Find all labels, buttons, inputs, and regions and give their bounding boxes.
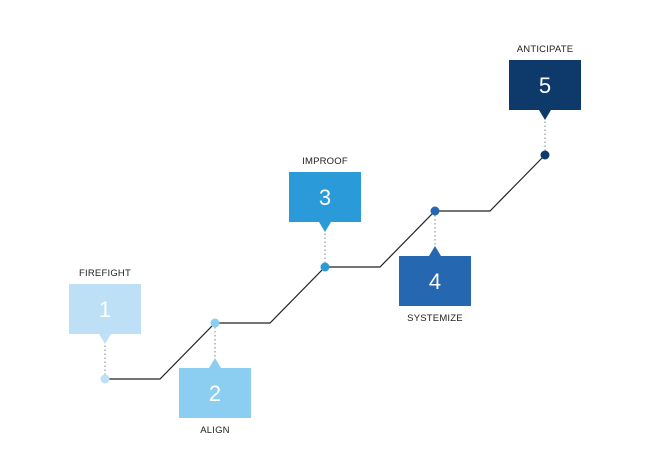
callout-box [509, 60, 581, 120]
step-dot-1 [100, 374, 110, 384]
callout-box [179, 358, 251, 418]
step-dot-5 [540, 150, 550, 160]
step-dot-2 [210, 318, 220, 328]
step-label: FIREFIGHT [79, 268, 131, 279]
step-label: ALIGN [200, 425, 230, 436]
dot-layer [100, 150, 550, 384]
connector-layer [104, 120, 546, 379]
callout-box [289, 172, 361, 232]
step-label: IMPROOF [302, 156, 348, 167]
callout-box [399, 246, 471, 306]
step-number: 3 [319, 185, 331, 210]
step-number: 1 [99, 297, 111, 322]
step-callout-1: 1 FIREFIGHT [69, 268, 141, 344]
step-dot-3 [320, 262, 330, 272]
step-number: 5 [539, 73, 551, 98]
step-label: SYSTEMIZE [407, 313, 463, 324]
step-label: ANTICIPATE [517, 44, 574, 55]
step-callout-5: 5 ANTICIPATE [509, 44, 581, 120]
step-number: 2 [209, 381, 221, 406]
step-dot-4 [430, 206, 440, 216]
callout-box [69, 284, 141, 344]
step-number: 4 [429, 269, 441, 294]
step-callout-3: 3 IMPROOF [289, 156, 361, 232]
